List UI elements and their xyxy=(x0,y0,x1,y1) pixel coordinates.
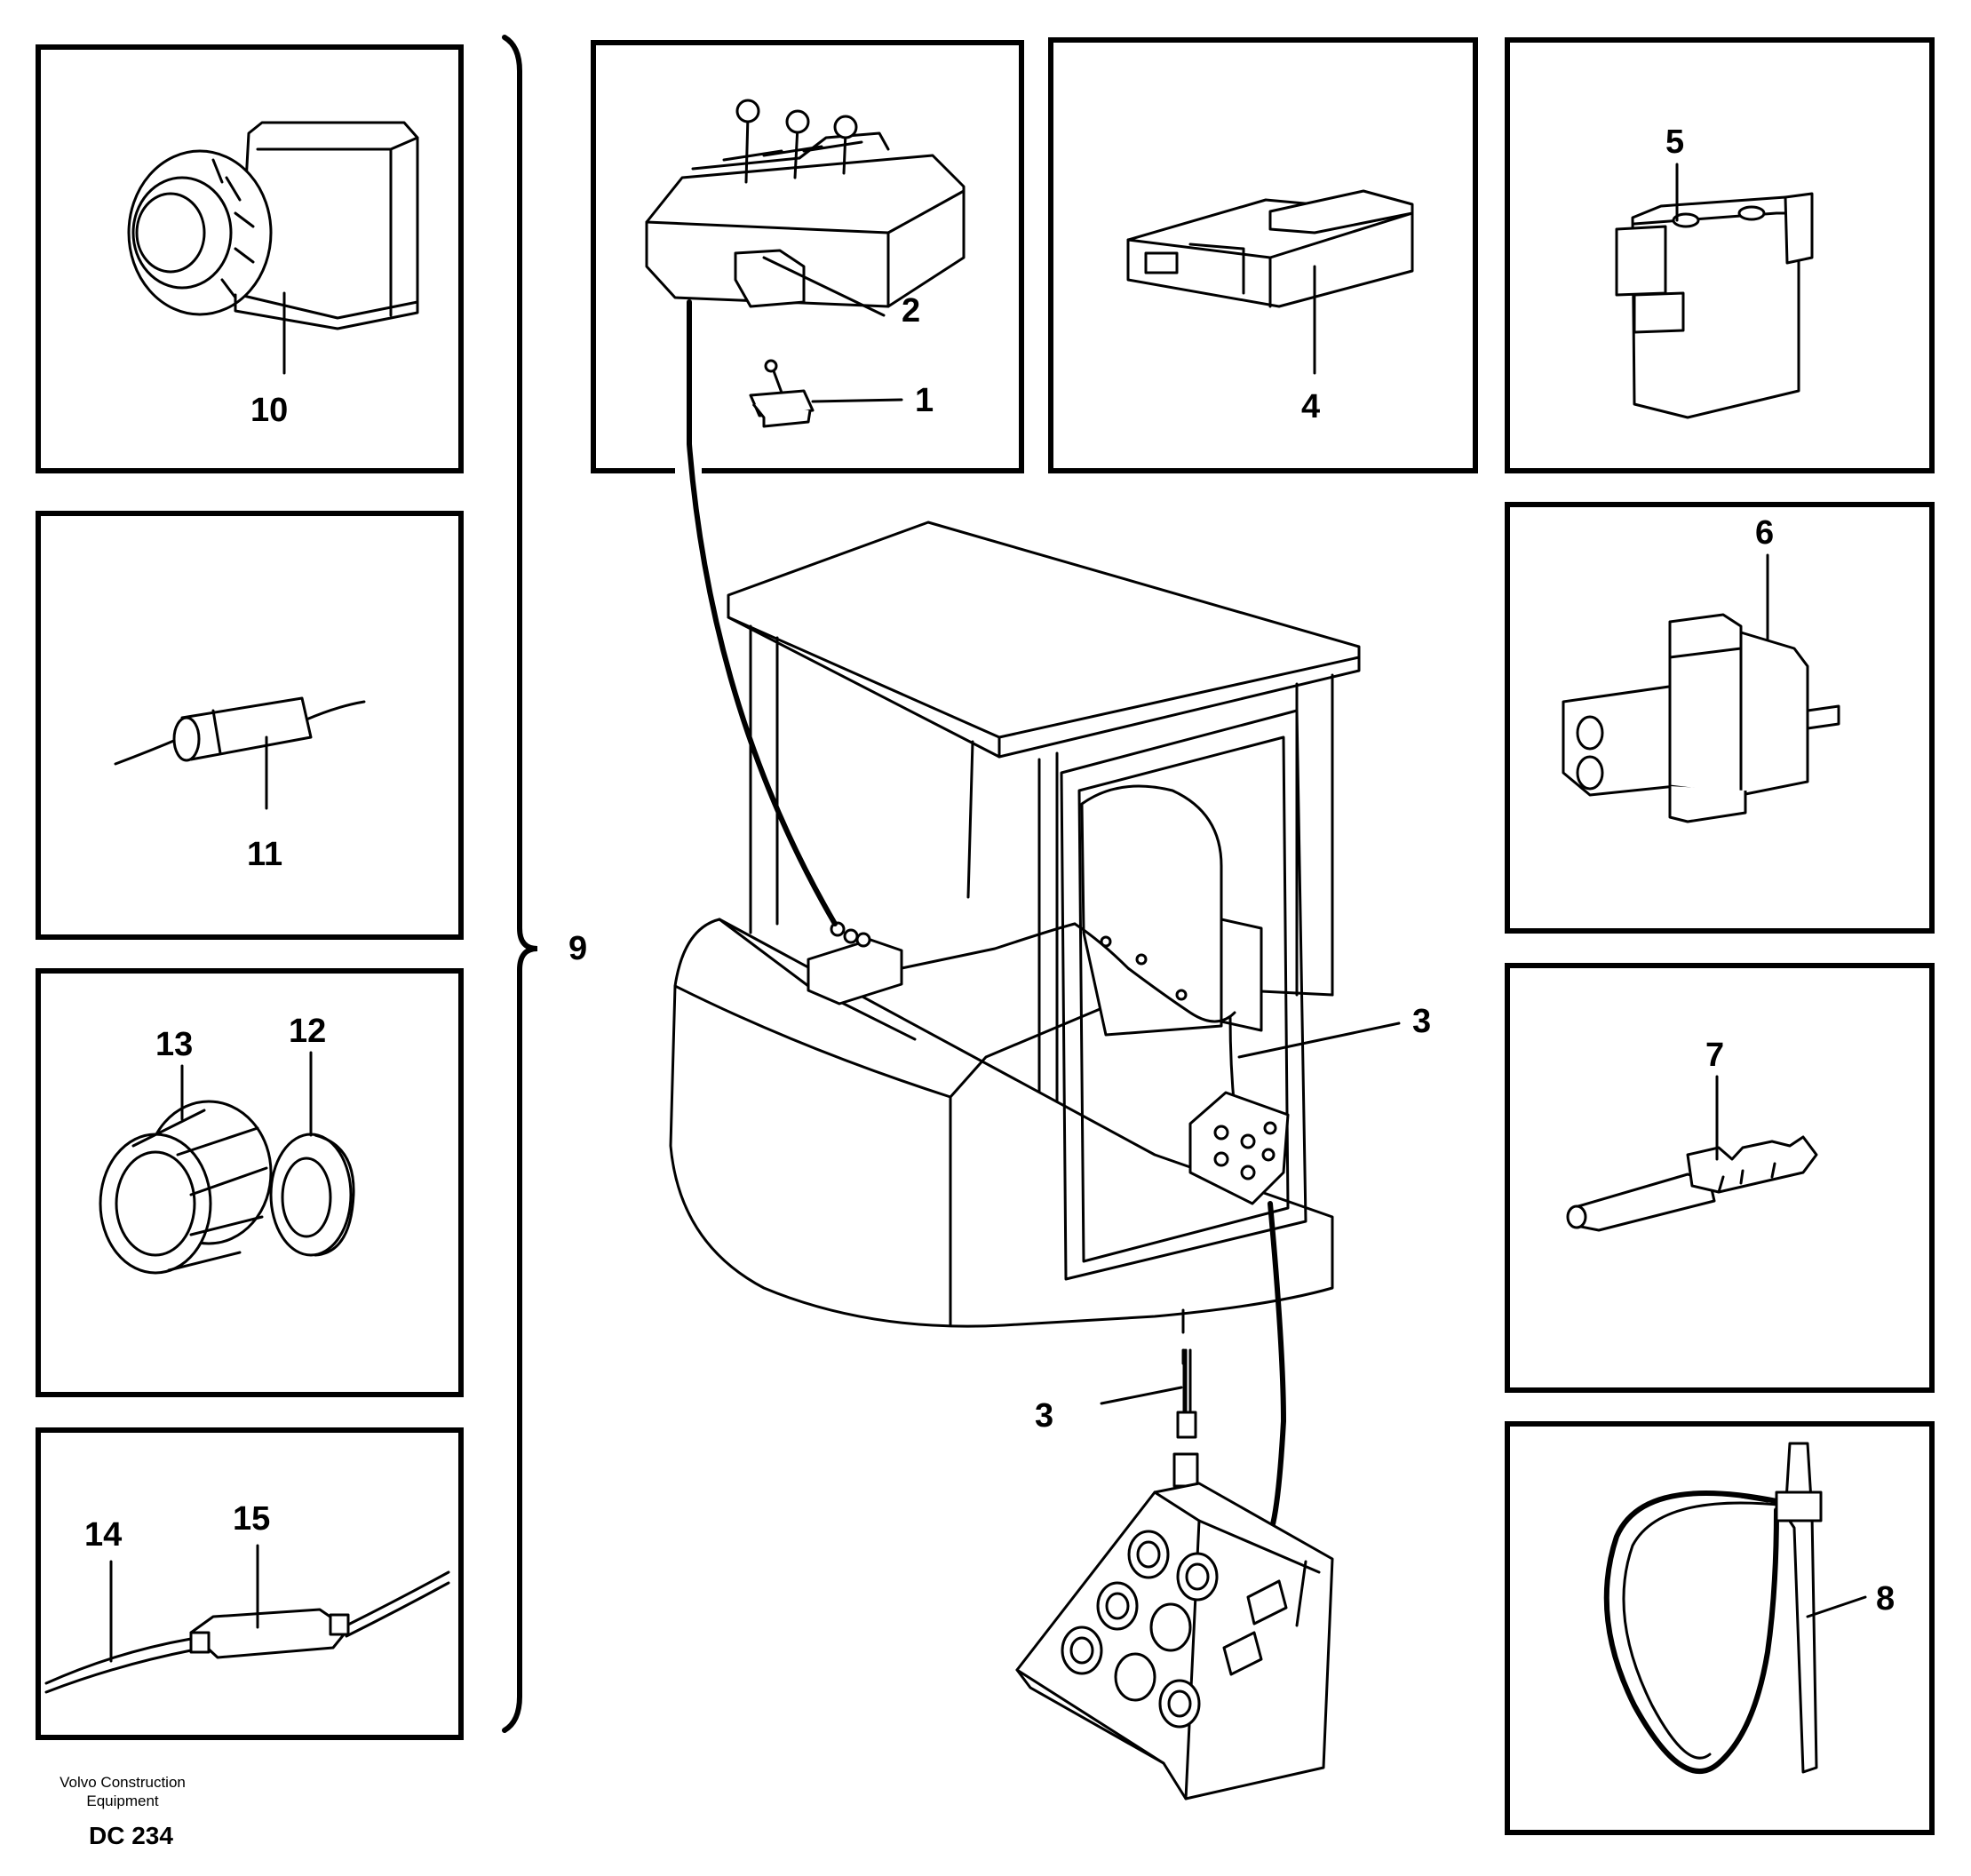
callout-15: 15 xyxy=(233,1500,270,1538)
callout-9: 9 xyxy=(568,930,587,967)
callout-11: 11 xyxy=(247,836,282,873)
footer-company-line1: Volvo Construction xyxy=(60,1774,186,1791)
connection-panel-icon xyxy=(1015,1482,1334,1800)
cable-splice-icon xyxy=(44,1570,450,1694)
callout-4: 4 xyxy=(1301,388,1320,425)
callout-5: 5 xyxy=(1665,123,1684,161)
group-brace xyxy=(502,35,538,1733)
cable-tie-icon xyxy=(1603,1442,1823,1774)
panel-splice-14-15 xyxy=(36,1427,464,1740)
callout-3-upper: 3 xyxy=(1412,1003,1431,1040)
callout-12: 12 xyxy=(289,1013,326,1050)
panel-cable-tie-8 xyxy=(1505,1421,1935,1835)
control-wire xyxy=(687,299,838,926)
toggle-switch-icon xyxy=(749,359,815,428)
union-nut-icon xyxy=(99,1100,273,1275)
operator-cab-icon xyxy=(669,521,1361,1328)
terminal-pin-icon xyxy=(1566,1135,1818,1232)
control-lever-box-icon xyxy=(645,99,966,308)
harness-wire xyxy=(1268,1201,1287,1530)
callout-3-lower: 3 xyxy=(1035,1397,1053,1435)
callout-1: 1 xyxy=(915,382,934,419)
footer-company-line2: Equipment xyxy=(86,1793,159,1809)
callout-2: 2 xyxy=(902,292,920,330)
plug-housing-icon xyxy=(127,121,419,330)
connector-6-icon xyxy=(1562,613,1840,823)
callout-14: 14 xyxy=(84,1516,122,1554)
callout-13: 13 xyxy=(155,1026,193,1063)
connector-5-icon xyxy=(1615,192,1814,419)
footer-code: DC 234 xyxy=(89,1822,173,1849)
callout-8: 8 xyxy=(1876,1580,1895,1618)
callout-7: 7 xyxy=(1705,1037,1724,1074)
inline-fuse-icon xyxy=(114,696,366,766)
callout-10: 10 xyxy=(250,392,288,429)
seal-ring-icon xyxy=(269,1133,355,1257)
connector-4-icon xyxy=(1126,189,1414,308)
callout-6: 6 xyxy=(1755,514,1774,552)
